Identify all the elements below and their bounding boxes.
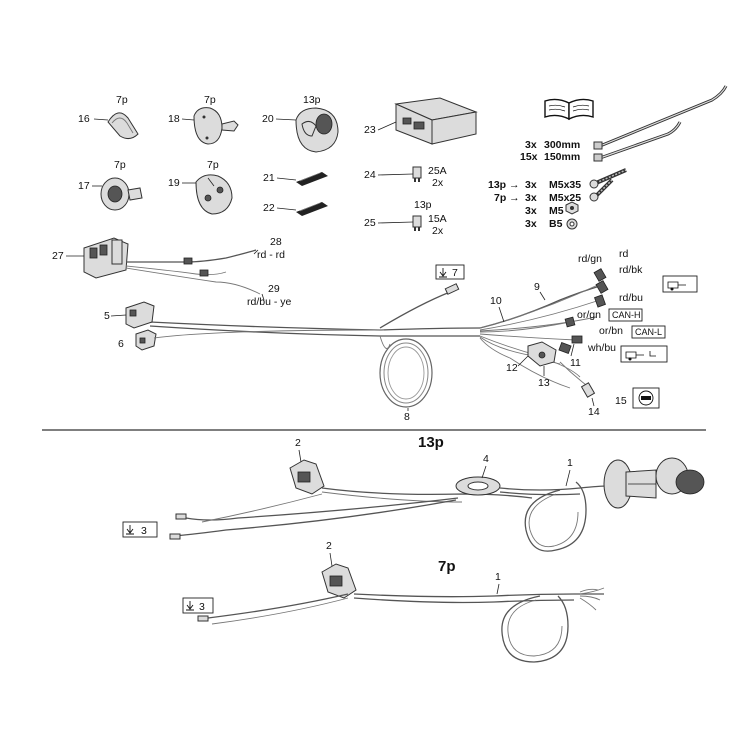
part-19-socket: 7p 19 [168, 159, 233, 215]
part-25-number: 25 [364, 217, 376, 229]
part-17-number: 17 [78, 180, 90, 192]
part-18-pins: 7p [204, 94, 216, 106]
part-29-number: 29 [268, 283, 280, 295]
can-h-label: CAN-H [612, 310, 641, 320]
part-23-number: 23 [364, 124, 376, 136]
book-icon [544, 98, 594, 121]
wire-or-gn-label: or/gn [577, 309, 601, 321]
ground-arrow-icon [439, 268, 447, 278]
hw-4-qty: 3x [525, 192, 537, 204]
hardware-list: 3x 300mm 15x 150mm 13p → 3x M5x35 7p → 3… [488, 139, 581, 230]
wire-rd-gn-label: rd/gn [578, 253, 602, 265]
ground-ref-7: 7 [435, 264, 465, 280]
part-13-number: 13 [538, 377, 550, 389]
screws-and-nuts [565, 168, 627, 230]
section-title-7p: 7p [438, 558, 456, 575]
7p-part-2-number: 2 [326, 540, 332, 552]
harness-7p: 2 1 [197, 540, 605, 663]
part-20-number: 20 [262, 113, 274, 125]
trailer-icon [662, 275, 698, 293]
part-17-pins: 7p [114, 159, 126, 171]
hw-4-prefix: 7p → [494, 192, 520, 204]
hw-1-spec: 300mm [544, 139, 580, 151]
part-24-fuse: 25A 2x 24 [364, 165, 447, 189]
hw-3-prefix: 13p → [488, 179, 520, 191]
hw-6-spec: B5 [549, 218, 563, 230]
hw-2-qty: 15x [520, 151, 538, 163]
ground-ref-3-7p: 3 [182, 597, 214, 614]
cable-ties [593, 85, 728, 162]
stop-icon [632, 387, 660, 409]
part-8-number: 8 [404, 411, 410, 423]
part-17-socket: 7p 17 [78, 159, 143, 211]
can-l-label: CAN-L [635, 327, 662, 337]
wire-wh-bu-label: wh/bu [587, 342, 616, 354]
wire-rd-bk-label: rd/bk [619, 264, 643, 276]
part-25-fuse: 13p 15A 2x 25 [364, 199, 447, 237]
part-28-number: 28 [270, 236, 282, 248]
part-18-number: 18 [168, 113, 180, 125]
ground-ref-7-number: 7 [452, 267, 458, 279]
part-16-pins: 7p [116, 94, 128, 106]
part-12-number: 12 [506, 362, 518, 374]
part-24-fuse-rating: 25A [428, 165, 447, 177]
13p-part-4-number: 4 [483, 453, 489, 465]
hw-2-spec: 150mm [544, 151, 580, 163]
part-22-tape: 22 [263, 202, 328, 216]
hw-4-spec: M5x25 [549, 192, 581, 204]
ground-ref-3-13p: 3 [122, 521, 158, 538]
ground-ref-13p-number: 3 [141, 525, 147, 537]
part-27-number: 27 [52, 250, 64, 262]
13p-part-2-number: 2 [295, 437, 301, 449]
part-16-number: 16 [78, 113, 90, 125]
part-24-qty: 2x [432, 177, 444, 189]
section-title-13p: 13p [418, 434, 444, 451]
ground-ref-7p-number: 3 [199, 601, 205, 613]
part-23-control-module: 23 [364, 97, 478, 145]
part-9-number: 9 [534, 281, 540, 293]
hw-5-spec: M5 [549, 205, 564, 217]
part-25-fuse-rating: 15A [428, 213, 447, 225]
part-5-number: 5 [104, 310, 110, 322]
part-28-color: rd - rd [257, 249, 285, 261]
ground-arrow-icon [186, 601, 194, 611]
part-27-connector-harness: 27 28 rd - rd 29 rd/bu - ye [52, 236, 292, 308]
part-21-number: 21 [263, 172, 275, 184]
wire-rd-bu-label: rd/bu [619, 292, 643, 304]
part-15-number: 15 [615, 395, 627, 407]
hw-1-qty: 3x [525, 139, 537, 151]
hw-3-spec: M5x35 [549, 179, 581, 191]
trailer-icon [620, 345, 668, 363]
part-20-13p-plug: 13p 20 [262, 94, 339, 153]
part-24-number: 24 [364, 169, 376, 181]
part-16-socket-seal: 7p 16 [78, 94, 139, 140]
part-21-tape: 21 [263, 172, 328, 186]
can-l-box [631, 325, 666, 339]
hw-3-qty: 3x [525, 179, 537, 191]
part-11-number: 11 [570, 357, 581, 369]
part-20-pins: 13p [303, 94, 321, 106]
hw-6-qty: 3x [525, 218, 537, 230]
part-25-pins: 13p [414, 199, 432, 211]
part-29-color: rd/bu - ye [247, 296, 292, 308]
part-19-pins: 7p [207, 159, 219, 171]
part-14-number: 14 [588, 406, 600, 418]
part-10-number: 10 [490, 295, 502, 307]
main-harness: 5 6 8 9 10 11 12 13 [104, 248, 666, 423]
wire-rd-label: rd [619, 248, 628, 260]
part-6-number: 6 [118, 338, 124, 350]
part-18-socket-gasket: 7p 18 [168, 94, 239, 145]
harness-13p: 2 4 1 [169, 437, 705, 552]
hw-5-qty: 3x [525, 205, 537, 217]
part-19-number: 19 [168, 177, 180, 189]
part-25-qty: 2x [432, 225, 444, 237]
can-h-box [608, 308, 643, 322]
part-22-number: 22 [263, 202, 275, 214]
wire-or-bn-label: or/bn [599, 325, 623, 337]
7p-part-1-number: 1 [495, 571, 501, 583]
13p-part-1-number: 1 [567, 457, 573, 469]
ground-arrow-icon [126, 525, 134, 535]
